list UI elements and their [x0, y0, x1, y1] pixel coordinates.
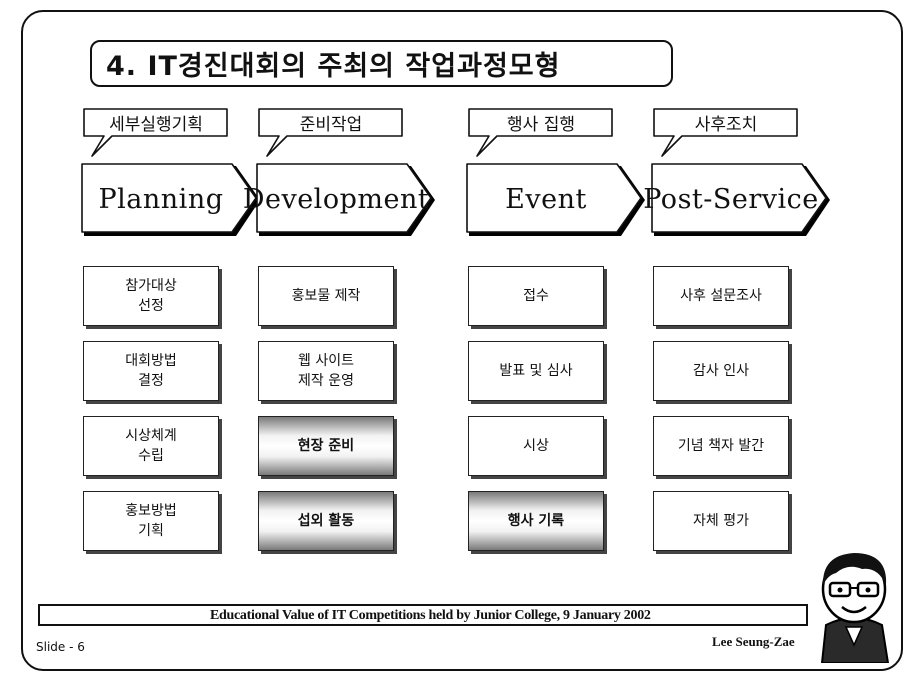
stage-callout-label: 행사 집행 [507, 115, 575, 135]
task-box: 대회방법 결정 [83, 341, 219, 401]
stage-arrow-2: Development [242, 163, 437, 240]
stage-arrow-label: Post-Service [643, 183, 819, 215]
presenter-cartoon [808, 545, 900, 664]
task-box: 현장 준비 [258, 416, 394, 476]
stage-arrow-3: Event [466, 163, 647, 240]
stage-arrow-1: Planning [81, 163, 262, 240]
task-box: 섭외 활동 [258, 491, 394, 551]
task-box: 자체 평가 [653, 491, 789, 551]
task-box: 접수 [468, 266, 604, 326]
stage-callout-1: 세부실행기획 [82, 108, 229, 158]
footer-banner: Educational Value of IT Competitions hel… [38, 604, 808, 626]
task-box: 감사 인사 [653, 341, 789, 401]
stage-callout-label: 사후조치 [694, 115, 758, 135]
task-box: 시상체계 수립 [83, 416, 219, 476]
author-name: Lee Seung-Zae [712, 634, 795, 649]
title-box: 4. IT경진대회의 주최의 작업과정모형 [90, 40, 673, 87]
stage-callout-label: 세부실행기획 [109, 115, 203, 135]
stage-callout-label: 준비작업 [299, 115, 363, 135]
stage-arrow-label: Development [242, 183, 430, 215]
task-box: 홍보물 제작 [258, 266, 394, 326]
task-box: 행사 기록 [468, 491, 604, 551]
stage-callout-3: 행사 집행 [467, 108, 614, 158]
slide-number: Slide - 6 [36, 640, 85, 654]
task-box: 참가대상 선정 [83, 266, 219, 326]
task-box: 웹 사이트 제작 운영 [258, 341, 394, 401]
stage-arrow-label: Event [505, 183, 587, 215]
task-box: 기념 책자 발간 [653, 416, 789, 476]
task-box: 홍보방법 기획 [83, 491, 219, 551]
task-box: 시상 [468, 416, 604, 476]
stage-arrow-4: Post-Service [643, 163, 832, 240]
stage-callout-2: 준비작업 [257, 108, 404, 158]
stage-callout-4: 사후조치 [652, 108, 799, 158]
task-box: 발표 및 심사 [468, 341, 604, 401]
slide-title: 4. IT경진대회의 주최의 작업과정모형 [106, 51, 561, 82]
task-box: 사후 설문조사 [653, 266, 789, 326]
footer-banner-text: Educational Value of IT Competitions hel… [210, 608, 651, 623]
stage-arrow-label: Planning [98, 183, 224, 215]
slide-frame [21, 10, 903, 671]
